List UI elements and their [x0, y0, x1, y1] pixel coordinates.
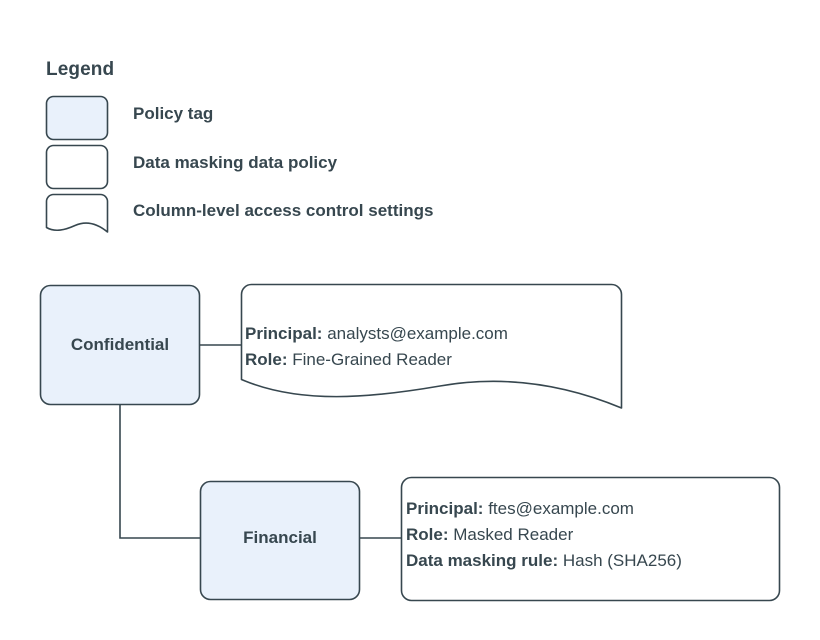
detail-box-confidential-acl[interactable]: [240, 283, 623, 409]
node-confidential[interactable]: [39, 284, 201, 406]
legend-swatch-policy-tag: [45, 95, 109, 141]
node-financial[interactable]: [199, 480, 361, 601]
connector-confidential-to-financial: [119, 405, 200, 539]
legend-swatch-data-masking-policy: [45, 144, 109, 190]
legend-swatch-column-level-access: [45, 193, 109, 233]
detail-box-financial-masking[interactable]: [400, 476, 781, 602]
